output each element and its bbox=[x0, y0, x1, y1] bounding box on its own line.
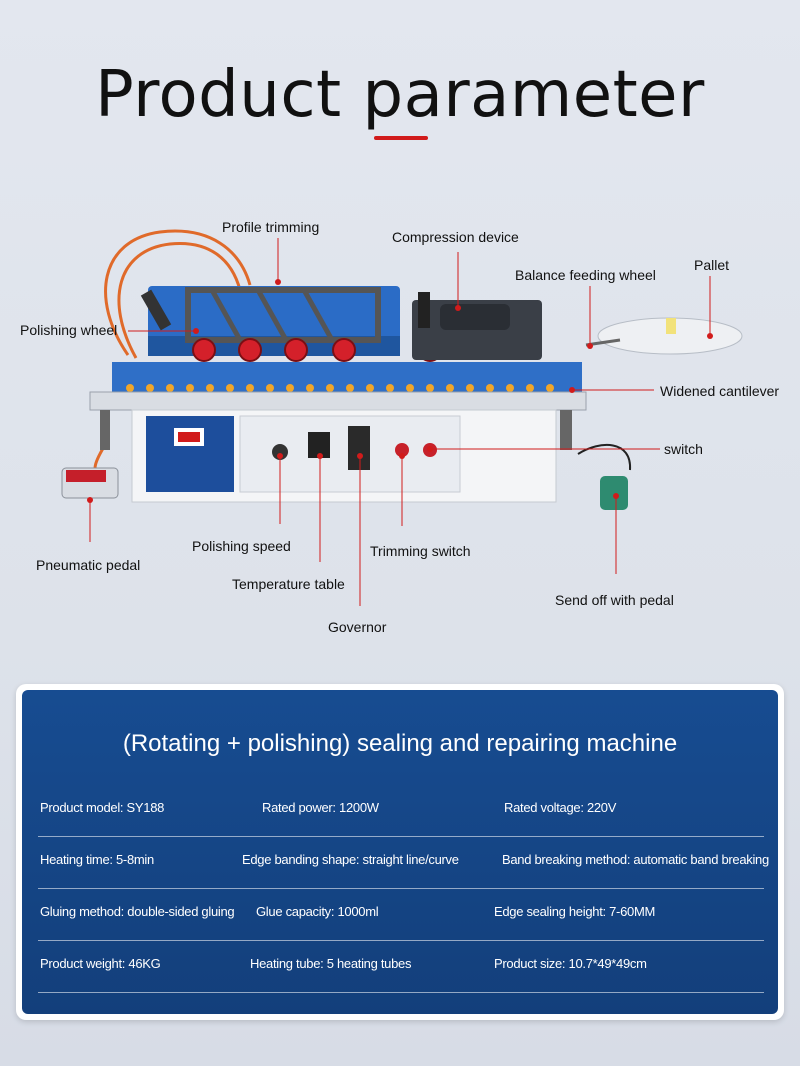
brand-plate bbox=[146, 416, 234, 492]
spec-cell: Product weight: 46KG bbox=[40, 956, 161, 971]
spec-row: Gluing method: double-sided gluing Glue … bbox=[38, 888, 764, 941]
spec-row: Heating time: 5-8min Edge banding shape:… bbox=[38, 836, 769, 889]
cantilever-table bbox=[89, 391, 587, 411]
spec-cell: Band breaking method: automatic band bre… bbox=[502, 852, 769, 867]
spec-cell: Rated voltage: 220V bbox=[504, 800, 617, 815]
air-hose bbox=[104, 229, 252, 356]
page-title: Product parameter bbox=[95, 58, 705, 132]
label-polishing-speed: Polishing speed bbox=[192, 538, 291, 554]
label-widened-cantilever: Widened cantilever bbox=[660, 383, 780, 399]
spec-cell: Heating tube: 5 heating tubes bbox=[250, 956, 412, 971]
spec-panel-title: (Rotating + polishing) sealing and repai… bbox=[122, 730, 678, 757]
label-pneumatic-pedal: Pneumatic pedal bbox=[36, 557, 141, 573]
spec-cell: Heating time: 5-8min bbox=[40, 852, 154, 867]
spec-cell: Product model: SY188 bbox=[40, 800, 165, 815]
feed-rollers bbox=[126, 384, 554, 392]
label-switch: switch bbox=[664, 441, 703, 457]
label-governor: Governor bbox=[328, 619, 387, 635]
spec-row: Product weight: 46KG Heating tube: 5 hea… bbox=[38, 940, 764, 993]
title-underline bbox=[374, 136, 428, 140]
label-balance-feeding-wheel: Balance feeding wheel bbox=[515, 267, 656, 283]
label-pallet: Pallet bbox=[694, 257, 730, 273]
label-trimming-switch: Trimming switch bbox=[370, 543, 471, 559]
label-compression-device: Compression device bbox=[392, 229, 519, 245]
label-polishing-wheel: Polishing wheel bbox=[20, 322, 118, 338]
spec-panel-body: (Rotating + polishing) sealing and repai… bbox=[22, 690, 778, 1014]
spec-cell: Edge banding shape: straight line/curve bbox=[242, 852, 459, 867]
air-hose bbox=[117, 241, 242, 359]
spec-cell: Rated power: 1200W bbox=[262, 800, 379, 815]
label-profile-trimming: Profile trimming bbox=[222, 219, 320, 235]
spec-cell: Gluing method: double-sided gluing bbox=[40, 904, 235, 919]
label-send-off-with-pedal: Send off with pedal bbox=[555, 592, 674, 608]
label-temperature-table: Temperature table bbox=[232, 576, 345, 592]
machine-illustration bbox=[61, 229, 743, 606]
foot-switch bbox=[600, 476, 628, 510]
spec-cell: Glue capacity: 1000ml bbox=[256, 904, 379, 919]
spec-cell: Product size: 10.7*49*49cm bbox=[494, 956, 647, 971]
trimming-frame bbox=[185, 287, 381, 343]
spec-row: Product model: SY188 Rated power: 1200W … bbox=[38, 784, 764, 837]
spec-panel: (Rotating + polishing) sealing and repai… bbox=[16, 684, 784, 1020]
spec-cell: Edge sealing height: 7-60MM bbox=[494, 904, 656, 919]
